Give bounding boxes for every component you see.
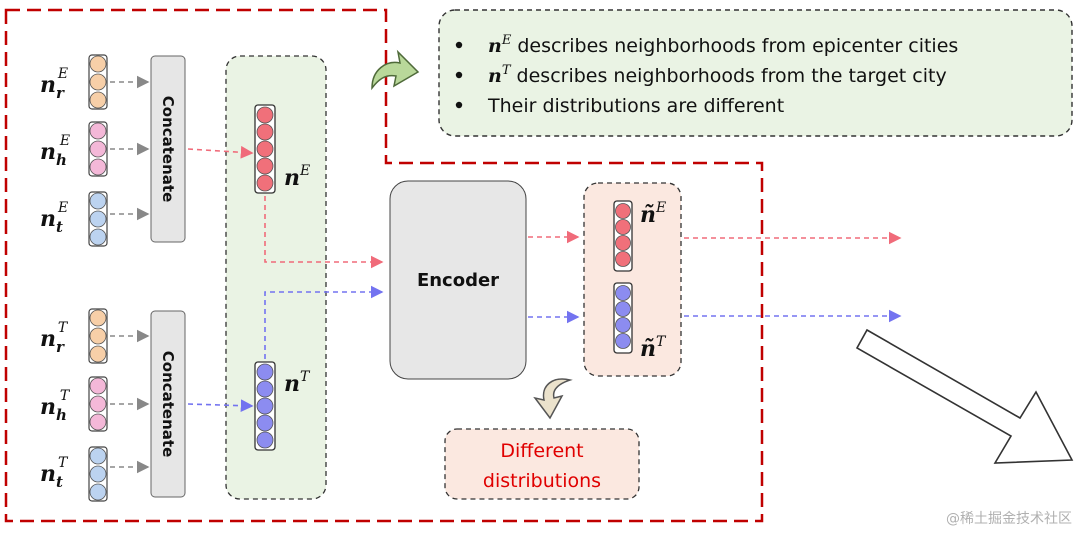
vector-node bbox=[89, 413, 107, 431]
label-outT: ñT bbox=[640, 334, 667, 362]
vector-node bbox=[615, 317, 631, 333]
vector-node bbox=[615, 203, 631, 219]
label-n-r-E: nrE bbox=[40, 66, 68, 102]
bullet-dot bbox=[455, 101, 463, 109]
vector-node bbox=[256, 431, 274, 449]
vector-node bbox=[89, 158, 107, 176]
vector-outT bbox=[613, 282, 633, 354]
input-arrows bbox=[110, 75, 150, 474]
curved-arrow-down-icon bbox=[533, 378, 573, 420]
vector-node bbox=[89, 447, 107, 465]
bullet-2-sup: T bbox=[502, 63, 512, 78]
vector-node bbox=[256, 157, 274, 175]
vector-node bbox=[256, 106, 274, 124]
bullet-list: nE describes neighborhoods from epicente… bbox=[455, 33, 958, 117]
vector-node bbox=[256, 380, 274, 398]
embedding-panel bbox=[225, 55, 327, 500]
input-labels-T: nrT nhT ntT bbox=[40, 320, 71, 491]
vector-nE bbox=[254, 104, 276, 194]
vector-node bbox=[256, 414, 274, 432]
concatenate-box-top bbox=[150, 55, 186, 243]
label-n-t-E: ntE bbox=[40, 200, 68, 236]
vector-node bbox=[89, 122, 107, 140]
bullet-2-symbol: n bbox=[488, 65, 502, 87]
vector-node bbox=[256, 363, 274, 381]
input-vectors-E bbox=[88, 54, 108, 247]
label-outE: ñE bbox=[640, 200, 666, 228]
vector-node bbox=[256, 174, 274, 192]
vector-node bbox=[615, 285, 631, 301]
vector-node bbox=[89, 91, 107, 109]
vector-node bbox=[89, 309, 107, 327]
vector-node bbox=[89, 465, 107, 483]
vector-node bbox=[615, 333, 631, 349]
vector-node bbox=[89, 228, 107, 246]
arrow-concat-to-nT bbox=[187, 399, 254, 413]
vector-nT bbox=[254, 361, 276, 451]
bullet-item-1: nE describes neighborhoods from epicente… bbox=[488, 33, 958, 57]
output-panel bbox=[583, 182, 682, 377]
bullet-1-text: describes neighborhoods from epicenter c… bbox=[511, 35, 958, 57]
vector-node bbox=[89, 483, 107, 501]
label-nE: nE bbox=[284, 163, 310, 191]
arrow-nT-to-encoder bbox=[264, 285, 384, 359]
curved-arrow-green-icon bbox=[371, 49, 420, 91]
concatenate-label-bottom: Concatenate bbox=[159, 351, 177, 458]
vector-node bbox=[615, 235, 631, 251]
big-outline-arrow-icon bbox=[855, 328, 1074, 464]
concatenate-box-bottom bbox=[150, 310, 186, 498]
bullet-2-text: describes neighborhoods from the target … bbox=[511, 65, 947, 87]
watermark: @稀土掘金技术社区 bbox=[946, 511, 1072, 527]
vector-node bbox=[89, 55, 107, 73]
bullet-1-symbol: n bbox=[488, 35, 502, 57]
label-n-t-T: ntT bbox=[40, 455, 69, 491]
bullet-dot bbox=[455, 41, 463, 49]
arrow-nE-to-encoder bbox=[264, 196, 384, 269]
outer-dashed-border bbox=[4, 8, 764, 523]
arrow-concat-to-nE bbox=[187, 145, 254, 159]
encoder-box bbox=[389, 180, 527, 380]
bullet-1-sup: E bbox=[501, 33, 512, 48]
vector-node bbox=[89, 192, 107, 210]
vector-node bbox=[256, 123, 274, 141]
label-nT: nT bbox=[284, 369, 311, 397]
concatenate-label-top: Concatenate bbox=[159, 96, 177, 203]
vector-node bbox=[89, 395, 107, 413]
label-n-r-T: nrT bbox=[40, 320, 69, 356]
vector-node bbox=[256, 140, 274, 158]
bullet-panel bbox=[438, 9, 1073, 137]
vector-node bbox=[256, 397, 274, 415]
vector-node bbox=[89, 140, 107, 158]
vector-node bbox=[89, 345, 107, 363]
bullet-item-2: nT describes neighborhoods from the targ… bbox=[488, 63, 947, 87]
vector-node bbox=[615, 219, 631, 235]
vector-node bbox=[89, 210, 107, 228]
bullet-dot bbox=[455, 71, 463, 79]
bullet-item-3: Their distributions are different bbox=[487, 95, 784, 117]
vector-node bbox=[615, 301, 631, 317]
vector-node bbox=[89, 377, 107, 395]
note-line-2: distributions bbox=[483, 470, 601, 492]
vector-node bbox=[615, 251, 631, 267]
note-box bbox=[444, 428, 640, 500]
encoder-label: Encoder bbox=[417, 270, 499, 291]
label-n-h-E: nhE bbox=[40, 133, 70, 169]
input-labels-E: nrE nhE ntE bbox=[40, 66, 70, 236]
label-n-h-T: nhT bbox=[40, 388, 71, 424]
note-line-1: Different bbox=[500, 440, 583, 462]
input-vectors-T bbox=[88, 308, 108, 502]
vector-node bbox=[89, 73, 107, 91]
vector-outE bbox=[613, 200, 633, 272]
vector-node bbox=[89, 327, 107, 345]
